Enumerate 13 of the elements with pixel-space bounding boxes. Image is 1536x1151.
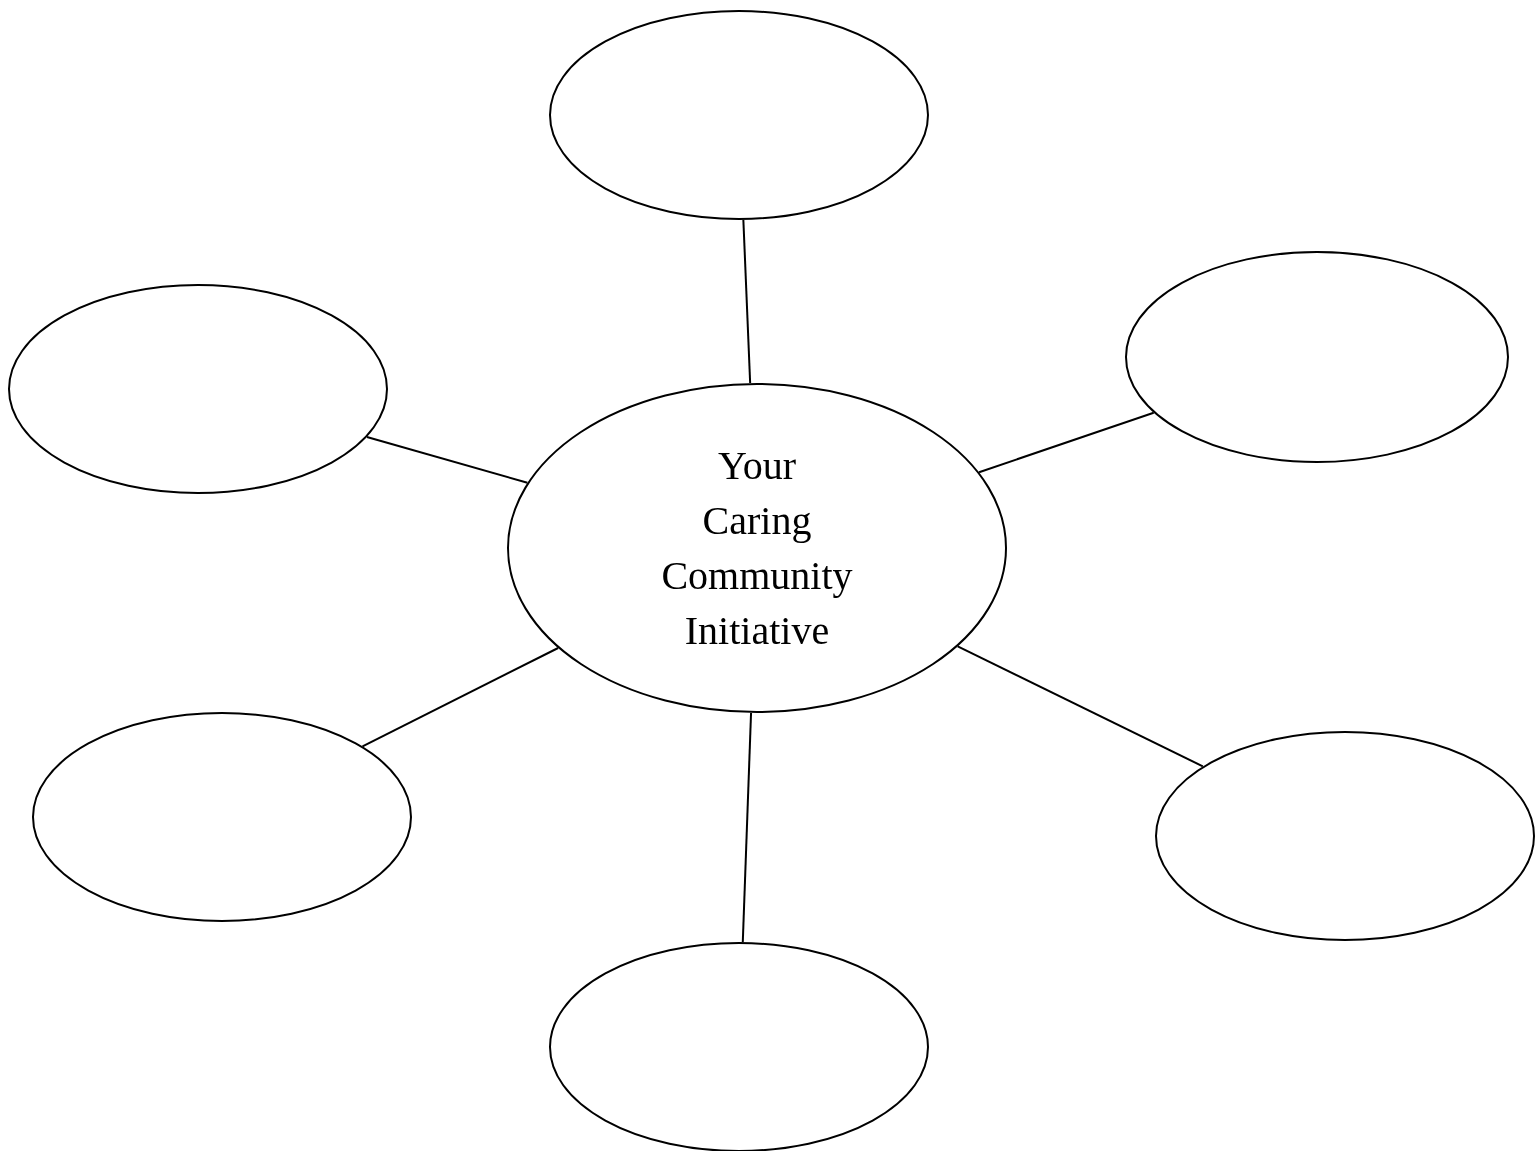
connector-line: [365, 436, 529, 484]
topic-text: Your Caring Community Initiative: [661, 442, 853, 655]
empty-ellipse: [32, 712, 412, 922]
connector-line: [741, 711, 753, 943]
empty-ellipse: [1125, 251, 1509, 463]
connector-line: [978, 411, 1155, 474]
connector-line: [361, 647, 560, 748]
empty-ellipse: [549, 10, 929, 220]
topic-ellipse: [507, 383, 1007, 713]
empty-ellipse: [8, 284, 388, 494]
empty-ellipse: [1155, 731, 1535, 941]
connector-line: [956, 645, 1204, 768]
connector-line: [742, 218, 752, 385]
